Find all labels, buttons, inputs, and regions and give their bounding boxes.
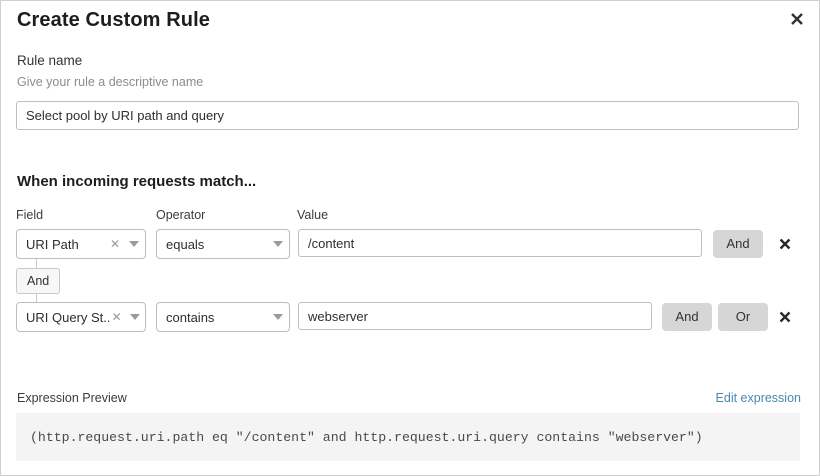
expression-preview-label: Expression Preview bbox=[17, 391, 127, 405]
condition-connector: And bbox=[16, 259, 136, 303]
field-select-value: URI Query St... bbox=[26, 309, 110, 325]
operator-select-value: equals bbox=[166, 236, 205, 252]
field-select[interactable]: URI Path ✕ bbox=[16, 229, 146, 259]
delete-condition-button[interactable] bbox=[774, 232, 796, 256]
logic-and-button[interactable]: And bbox=[662, 303, 712, 331]
close-icon[interactable] bbox=[785, 7, 809, 31]
expression-preview-box: (http.request.uri.path eq "/content" and… bbox=[16, 413, 800, 461]
operator-select-value: contains bbox=[166, 309, 215, 325]
rule-name-label: Rule name bbox=[17, 53, 83, 68]
expression-preview-code: (http.request.uri.path eq "/content" and… bbox=[30, 429, 703, 445]
clear-icon[interactable]: ✕ bbox=[111, 310, 122, 324]
dialog-title: Create Custom Rule bbox=[17, 9, 210, 31]
connector-line-top bbox=[36, 259, 37, 268]
logic-and-button[interactable]: And bbox=[713, 230, 763, 258]
connector-line-bottom bbox=[36, 294, 37, 303]
chevron-down-icon[interactable] bbox=[267, 314, 289, 320]
operator-select[interactable]: contains bbox=[156, 302, 290, 332]
chevron-down-icon[interactable] bbox=[124, 314, 145, 320]
field-select-value: URI Path bbox=[26, 236, 79, 252]
chevron-down-icon[interactable] bbox=[267, 241, 289, 247]
logic-or-button[interactable]: Or bbox=[718, 303, 768, 331]
chevron-down-icon[interactable] bbox=[123, 241, 145, 247]
delete-condition-button[interactable] bbox=[774, 305, 796, 329]
close-icon bbox=[779, 311, 791, 323]
column-header-operator: Operator bbox=[156, 208, 206, 222]
column-header-value: Value bbox=[297, 208, 329, 222]
clear-icon[interactable]: ✕ bbox=[109, 237, 121, 251]
field-select[interactable]: URI Query St... ✕ bbox=[16, 302, 146, 332]
close-icon bbox=[779, 238, 791, 250]
operator-select[interactable]: equals bbox=[156, 229, 290, 259]
rule-name-help-text: Give your rule a descriptive name bbox=[17, 75, 204, 89]
value-input[interactable] bbox=[298, 229, 702, 257]
column-header-field: Field bbox=[16, 208, 44, 222]
conditions-section-heading: When incoming requests match... bbox=[17, 173, 257, 190]
edit-expression-link[interactable]: Edit expression bbox=[715, 391, 801, 405]
close-icon-glyph bbox=[791, 13, 803, 25]
rule-name-input[interactable] bbox=[16, 101, 799, 130]
connector-and-badge[interactable]: And bbox=[16, 268, 61, 294]
value-input[interactable] bbox=[298, 302, 652, 330]
